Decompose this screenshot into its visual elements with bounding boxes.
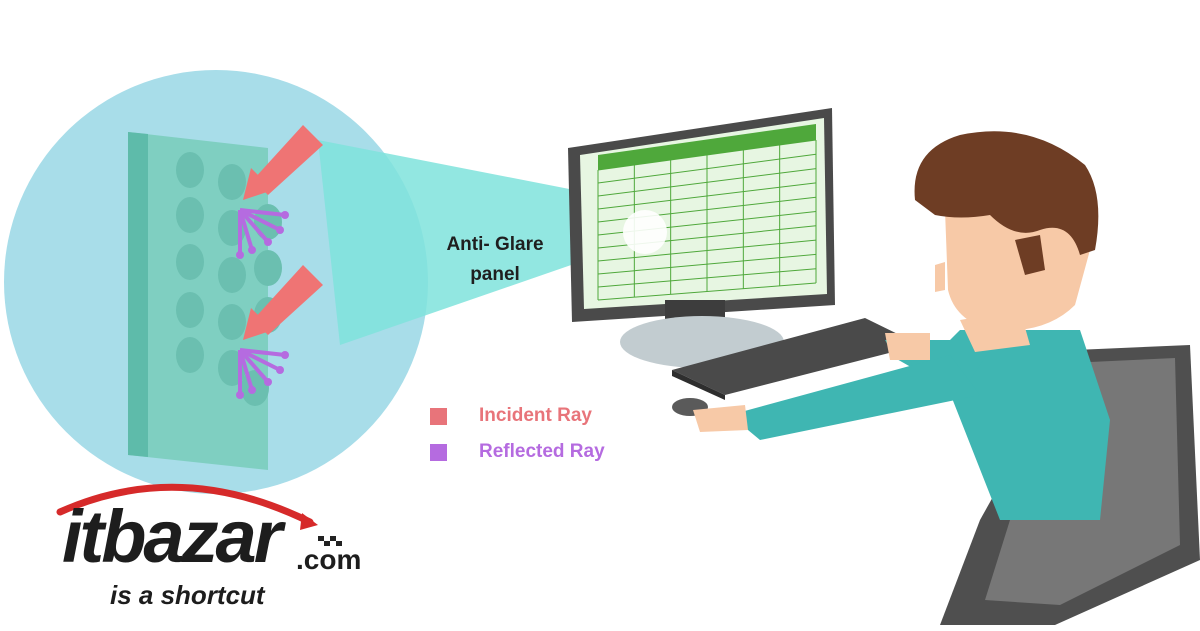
reflected-arrow-head	[276, 366, 284, 374]
glare-spot	[623, 210, 667, 254]
panel-bump	[218, 304, 246, 340]
ray-arrows	[236, 125, 323, 399]
panel-bump	[176, 292, 204, 328]
reflected-arrow-icon	[239, 348, 281, 372]
incident-arrow-icon	[253, 265, 323, 335]
monitor	[568, 108, 835, 368]
incident-arrow-head	[243, 308, 273, 340]
reflected-arrow-head	[264, 378, 272, 386]
panel-bump	[176, 244, 204, 280]
panel-bump	[218, 164, 246, 200]
panel-bump	[254, 250, 282, 286]
person	[693, 131, 1110, 520]
zoom-beam	[318, 140, 600, 345]
reflected-arrow-head	[248, 386, 256, 394]
panel-bump	[176, 337, 204, 373]
legend-item-reflected: Reflected Ray	[430, 440, 605, 464]
reflected-arrow-head	[264, 238, 272, 246]
reflected-arrow-head	[276, 226, 284, 234]
reflected-arrow-head	[281, 351, 289, 359]
panel-bump	[176, 197, 204, 233]
incident-arrow-icon	[253, 125, 323, 195]
incident-swatch	[430, 407, 447, 425]
legend-label-reflected: Reflected Ray	[479, 441, 605, 462]
keyboard	[672, 318, 920, 395]
legend-item-incident: Incident Ray	[430, 404, 592, 428]
reflected-arrow-icon	[238, 208, 270, 244]
anti-glare-panel-label: Anti- Glare panel	[420, 230, 570, 290]
legend-label-incident: Incident Ray	[479, 405, 592, 426]
panel-label-line2: panel	[470, 264, 520, 285]
panel-bump	[176, 152, 204, 188]
checkered-flag-icon	[318, 536, 342, 546]
panel-bump	[218, 257, 246, 293]
logo-swoosh	[56, 483, 314, 526]
reflected-arrow-icon	[238, 348, 270, 384]
reflected-arrow-icon	[239, 208, 281, 232]
spreadsheet-grid	[597, 139, 817, 301]
reflected-arrow-head	[236, 391, 244, 399]
reflected-arrow-icon	[239, 348, 286, 357]
reflected-arrow-icon	[239, 208, 286, 217]
reflected-arrow-head	[281, 211, 289, 219]
incident-arrow-head	[243, 168, 273, 200]
reflected-swatch	[430, 443, 447, 461]
logo-wordmark: itbazar	[62, 495, 283, 578]
reflected-arrow-head	[248, 246, 256, 254]
reflected-arrow-head	[236, 251, 244, 259]
logo-domain: .com	[296, 544, 362, 575]
logo-tagline: is a shortcut	[110, 580, 265, 610]
panel-label-line1: Anti- Glare	[446, 234, 544, 255]
